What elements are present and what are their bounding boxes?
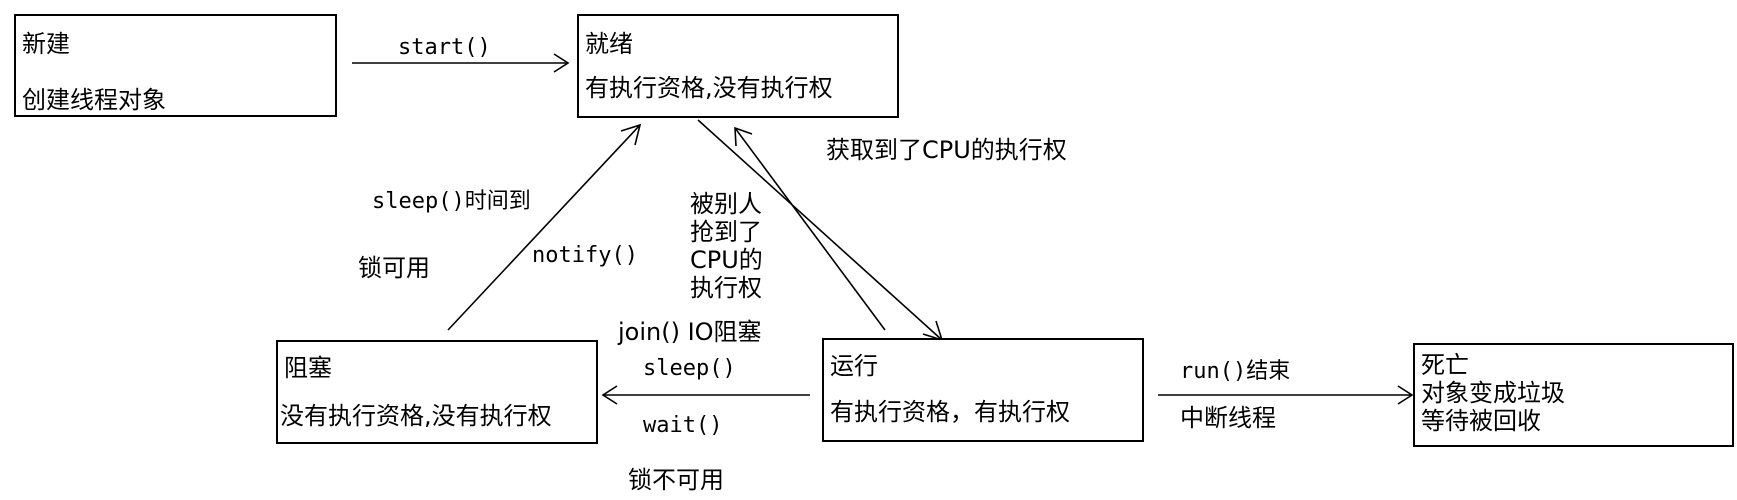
state-new: 新建 创建线程对象 <box>14 14 337 117</box>
state-ready: 就绪 有执行资格,没有执行权 <box>577 14 899 118</box>
label-interrupt: 中断线程 <box>1180 404 1276 432</box>
label-notify: notify() <box>532 243 638 268</box>
arrowhead-block <box>601 385 618 405</box>
state-new-desc: 创建线程对象 <box>22 86 166 114</box>
label-preempted-line2: 抢到了 <box>690 218 762 246</box>
label-sleep-done: sleep()时间到 <box>372 189 531 214</box>
state-new-title: 新建 <box>22 30 70 58</box>
label-lock-unavailable: 锁不可用 <box>628 466 724 494</box>
arrowhead-terminate <box>1397 385 1414 405</box>
label-preempted-line1: 被别人 <box>690 190 762 218</box>
label-lock-available: 锁可用 <box>358 254 430 282</box>
label-get-cpu: 获取到了CPU的执行权 <box>826 136 1067 164</box>
arrow-unblock <box>447 124 641 331</box>
state-running-title: 运行 <box>830 352 878 380</box>
label-run-end: run()结束 <box>1180 359 1291 384</box>
state-dead-title: 死亡 <box>1421 351 1469 379</box>
arrowhead-start <box>553 53 570 73</box>
state-running: 运行 有执行资格，有执行权 <box>822 338 1144 442</box>
label-preempted-line4: 执行权 <box>690 274 762 302</box>
arrowhead-preempted <box>734 126 753 147</box>
state-blocked: 阻塞 没有执行资格,没有执行权 <box>276 340 598 444</box>
arrowhead-unblock <box>620 123 642 146</box>
state-running-desc: 有执行资格，有执行权 <box>830 398 1070 426</box>
label-sleep: sleep() <box>643 356 736 381</box>
label-start: start() <box>398 35 491 60</box>
state-blocked-desc: 没有执行资格,没有执行权 <box>280 402 552 430</box>
state-dead-line3: 等待被回收 <box>1421 407 1541 435</box>
label-wait: wait() <box>643 413 723 438</box>
arrow-preempted <box>734 127 886 331</box>
state-ready-title: 就绪 <box>585 30 633 58</box>
state-blocked-title: 阻塞 <box>284 354 332 382</box>
state-ready-desc: 有执行资格,没有执行权 <box>585 74 833 102</box>
state-dead: 死亡 对象变成垃圾 等待被回收 <box>1413 343 1734 447</box>
label-join-io: join() IO阻塞 <box>618 318 762 346</box>
state-dead-line2: 对象变成垃圾 <box>1421 379 1565 407</box>
arrow-get-cpu <box>697 119 943 341</box>
label-preempted-line3: CPU的 <box>690 246 763 274</box>
